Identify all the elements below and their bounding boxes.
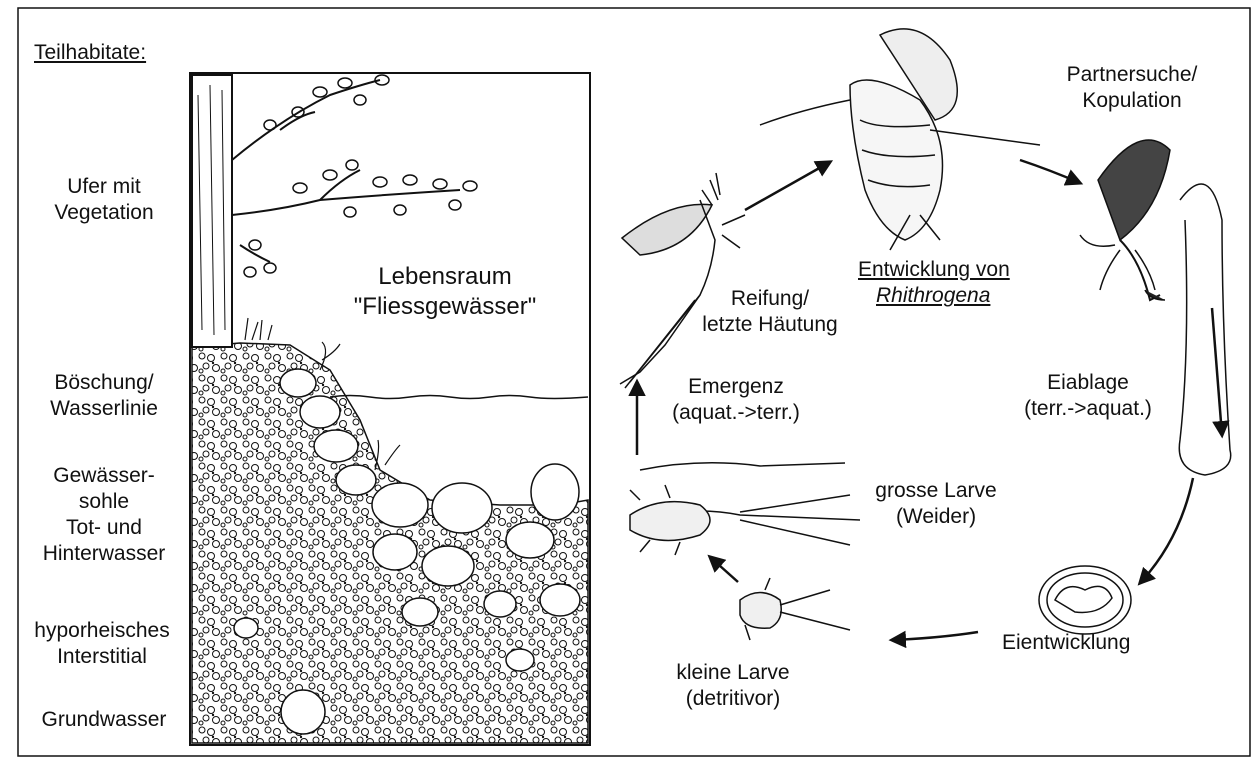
cycle-title: Entwicklung von Rhithrogena	[858, 257, 1010, 309]
zone-line: Gewässer-	[20, 463, 188, 489]
stage-eientwicklung: Eientwicklung	[1002, 630, 1130, 656]
stage-line: Kopulation	[1042, 88, 1222, 114]
zone-line: Wasserlinie	[20, 396, 188, 422]
arrow-icon	[1140, 478, 1193, 583]
stage-line: Reifung/	[680, 286, 860, 312]
stage-grosse-larve: grosse Larve (Weider)	[846, 478, 1026, 530]
habitat-title-line: Lebensraum	[300, 262, 590, 292]
zone-line: Böschung/	[20, 370, 188, 396]
stage-line: kleine Larve	[638, 660, 828, 686]
stage-line: (terr.->aquat.)	[998, 396, 1178, 422]
arrow-icon	[745, 162, 830, 210]
zone-line: Interstitial	[14, 644, 190, 670]
arrow-icon	[1020, 160, 1080, 183]
water-drip-icon	[1179, 184, 1230, 475]
zone-label-boeschung: Böschung/ Wasserlinie	[20, 370, 188, 422]
stage-line: grosse Larve	[846, 478, 1026, 504]
arrow-icon	[1212, 308, 1222, 435]
larva-icon	[630, 463, 860, 555]
arrow-icon	[710, 557, 738, 582]
zone-label-sohle: Gewässer- sohle	[20, 463, 188, 515]
zone-label-interstitial: hyporheisches Interstitial	[14, 618, 190, 670]
stage-partnersuche: Partnersuche/ Kopulation	[1042, 62, 1222, 114]
zone-line: Grundwasser	[20, 707, 188, 733]
stage-kleine-larve: kleine Larve (detritivor)	[638, 660, 828, 712]
egg-icon	[1039, 566, 1131, 634]
arrow-icon	[892, 632, 978, 640]
habitat-title-line: "Fliessgewässer"	[300, 292, 590, 322]
zone-line: Hinterwasser	[20, 541, 188, 567]
zone-line: Tot- und	[20, 515, 188, 541]
stage-reifung: Reifung/ letzte Häutung	[680, 286, 860, 338]
stage-line: (detritivor)	[638, 686, 828, 712]
zone-line: Ufer mit	[20, 174, 188, 200]
stage-line: (Weider)	[846, 504, 1026, 530]
stage-line: Partnersuche/	[1042, 62, 1222, 88]
stage-line: Eientwicklung	[1002, 630, 1130, 656]
zone-label-grundwasser: Grundwasser	[20, 707, 188, 733]
cycle-title-line: Entwicklung von	[858, 257, 1010, 283]
larva-icon	[740, 578, 850, 640]
heading: Teilhabitate:	[34, 40, 146, 66]
zone-line: sohle	[20, 489, 188, 515]
zone-line: Vegetation	[20, 200, 188, 226]
stage-eiablage: Eiablage (terr.->aquat.)	[998, 370, 1178, 422]
mating-pair-icon	[760, 29, 1040, 250]
zone-line: hyporheisches	[14, 618, 190, 644]
female-mayfly-icon	[1080, 140, 1170, 300]
habitat-title: Lebensraum "Fliessgewässer"	[300, 262, 590, 322]
zone-label-vegetation: Ufer mit Vegetation	[20, 174, 188, 226]
stage-line: Eiablage	[998, 370, 1178, 396]
stage-line: Emergenz	[646, 374, 826, 400]
stage-emergenz: Emergenz (aquat.->terr.)	[646, 374, 826, 426]
stage-line: letzte Häutung	[680, 312, 860, 338]
stage-line: (aquat.->terr.)	[646, 400, 826, 426]
cycle-title-genus: Rhithrogena	[858, 283, 1010, 309]
mayfly-adult-icon	[620, 173, 745, 388]
zone-label-totwasser: Tot- und Hinterwasser	[20, 515, 188, 567]
